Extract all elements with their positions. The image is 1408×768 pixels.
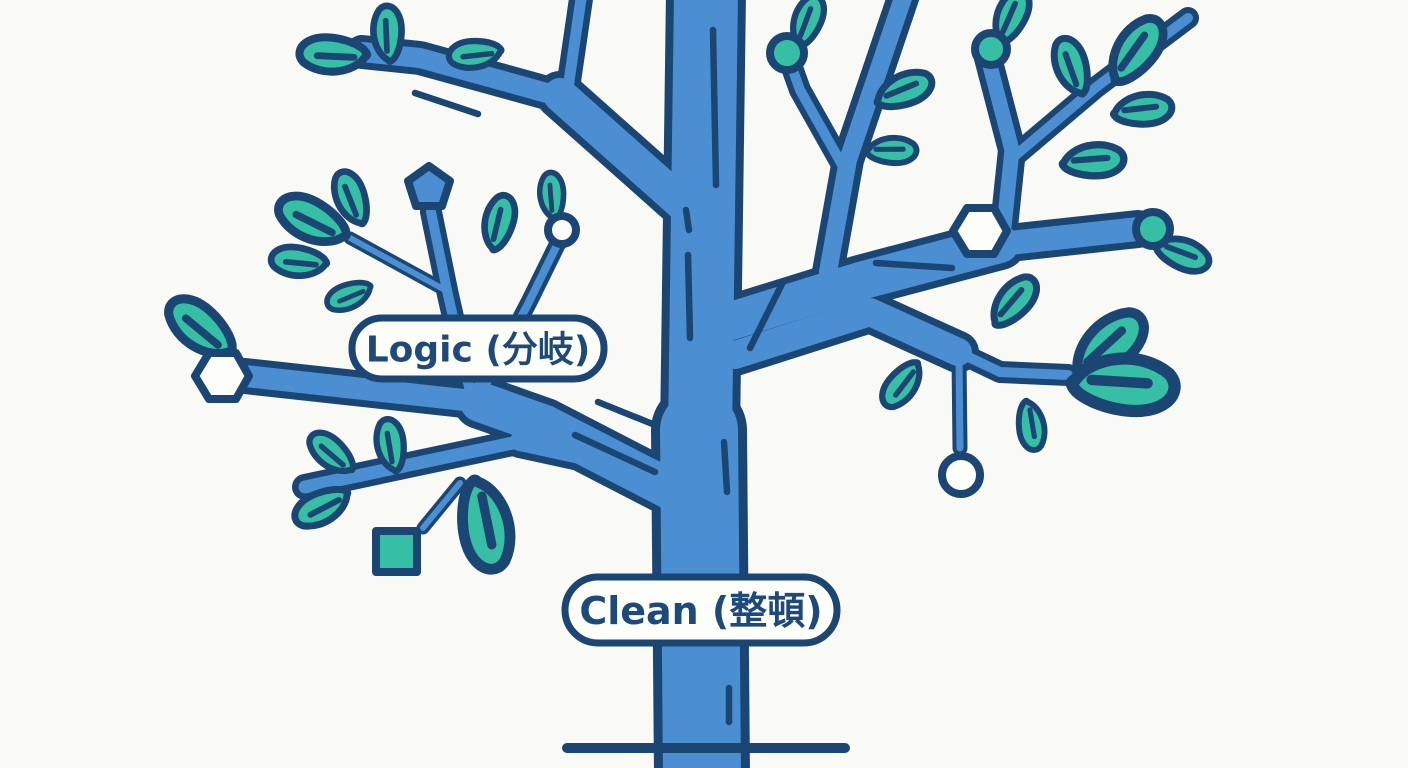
logic-label-pill	[348, 314, 608, 383]
clean-label-text: Clean (整頓)	[579, 589, 822, 633]
circle-node-right	[938, 452, 984, 498]
square-node	[372, 527, 421, 576]
logic-label-text: Logic (分岐)	[366, 330, 591, 371]
clean-label-pill	[561, 573, 841, 647]
bark-lines	[411, 26, 956, 726]
circle-node-logic	[544, 212, 580, 248]
pentagon-node	[404, 162, 454, 210]
logic-label: Logic (分岐)	[348, 314, 608, 383]
berry-node-branch-end	[1132, 208, 1174, 250]
nodes	[191, 29, 1174, 576]
berry-node-right	[971, 29, 1011, 69]
hexagon-node-left	[191, 349, 253, 403]
berry-node-left	[766, 32, 808, 74]
hexagon-node-right	[949, 204, 1011, 258]
clean-label: Clean (整頓)	[561, 573, 841, 647]
